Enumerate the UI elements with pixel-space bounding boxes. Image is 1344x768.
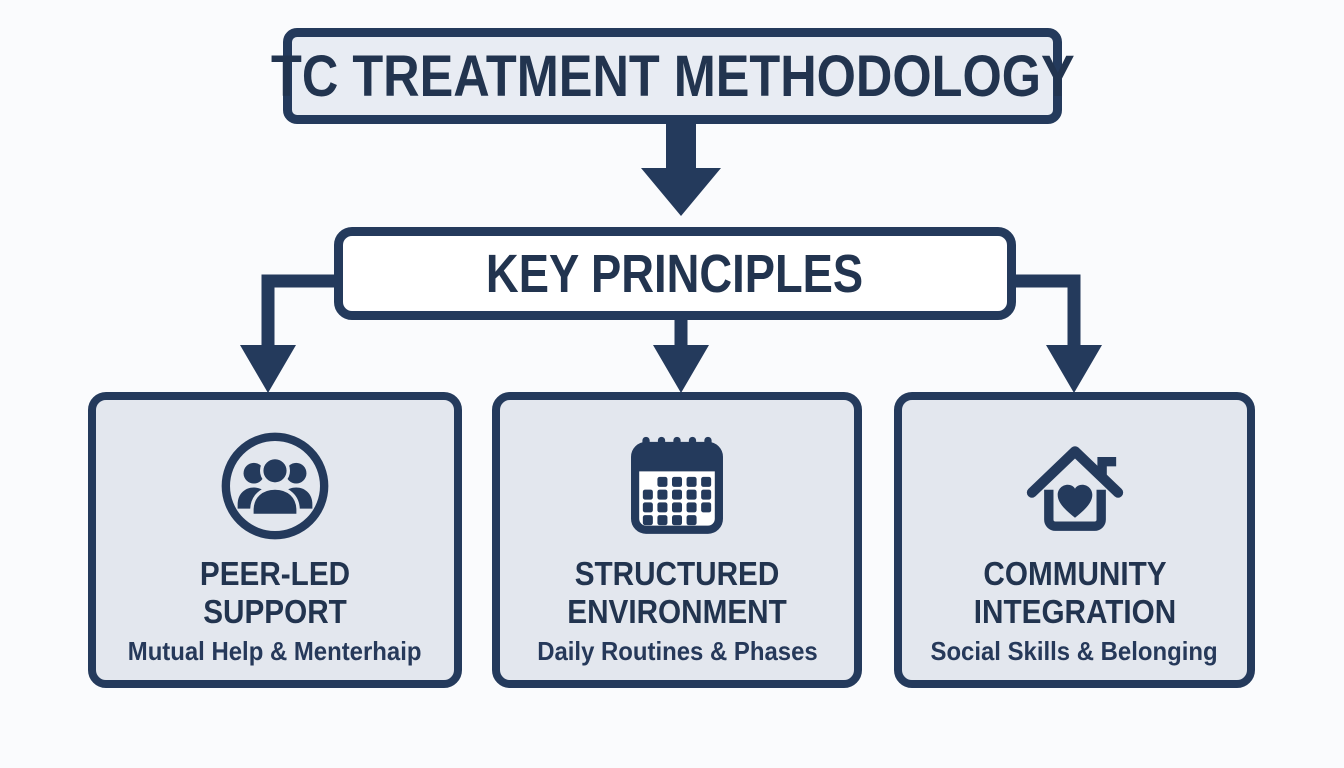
key-principles-label: KEY PRINCIPLES	[486, 243, 864, 304]
connector-center-arrow	[653, 314, 709, 393]
calendar-icon	[626, 424, 728, 548]
connector-left-arrow	[240, 274, 346, 393]
title-box: TC TREATMENT METHODOLOGY	[271, 28, 1074, 124]
title-box-label: TC TREATMENT METHODOLOGY	[270, 43, 1075, 109]
card-title: PEER-LED SUPPORT	[199, 555, 351, 630]
card-subtitle: Social Skills & Belonging	[930, 636, 1219, 666]
house-heart-icon	[1017, 424, 1133, 548]
card-subtitle: Mutual Help & Menterhaip	[128, 636, 422, 666]
card-title: STRUCTURED ENVIRONMENT	[567, 555, 787, 630]
card-peer-led-support: PEER-LED SUPPORT Mutual Help & Menterhai…	[88, 392, 462, 688]
card-structured-environment: STRUCTURED ENVIRONMENT Daily Routines & …	[492, 392, 862, 688]
card-subtitle: Daily Routines & Phases	[536, 636, 818, 666]
card-community-integration: COMMUNITY INTEGRATION Social Skills & Be…	[894, 392, 1255, 688]
connector-right-arrow	[1004, 274, 1102, 393]
people-group-icon	[216, 424, 334, 548]
connector-top-arrow	[641, 116, 721, 216]
key-principles-box: KEY PRINCIPLES	[334, 227, 1016, 320]
card-title: COMMUNITY INTEGRATION	[973, 555, 1176, 630]
